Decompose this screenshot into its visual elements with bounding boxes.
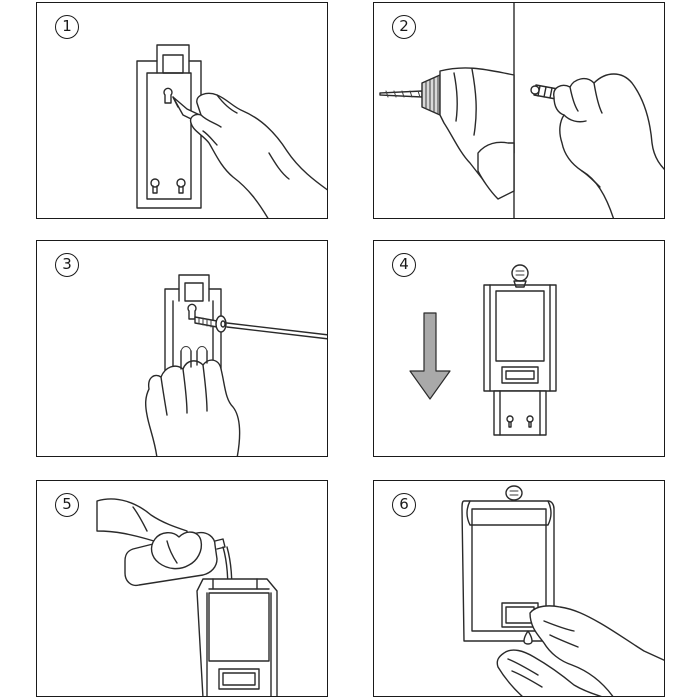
drill-and-anchor-illustration [379,3,664,218]
dispense-soap-illustration [461,485,664,696]
step-1-number: 1 [55,15,79,39]
screw-bracket-illustration [144,274,327,456]
slide-dispenser-down-illustration [409,264,557,436]
step-2-panel: 2 [373,2,665,219]
fill-soap-illustration [96,498,278,696]
step-2-number: 2 [392,15,416,39]
step-6-panel: 6 [373,480,665,697]
step-5-panel: 5 [36,480,328,697]
step-4-panel: 4 [373,240,665,457]
step-3-number: 3 [55,253,79,277]
step-4-number: 4 [392,253,416,277]
mark-hole-illustration [136,44,327,218]
down-arrow-icon [409,312,451,400]
step-3-panel: 3 [36,240,328,457]
step-1-panel: 1 [36,2,328,219]
step-5-number: 5 [55,493,79,517]
step-6-number: 6 [392,493,416,517]
